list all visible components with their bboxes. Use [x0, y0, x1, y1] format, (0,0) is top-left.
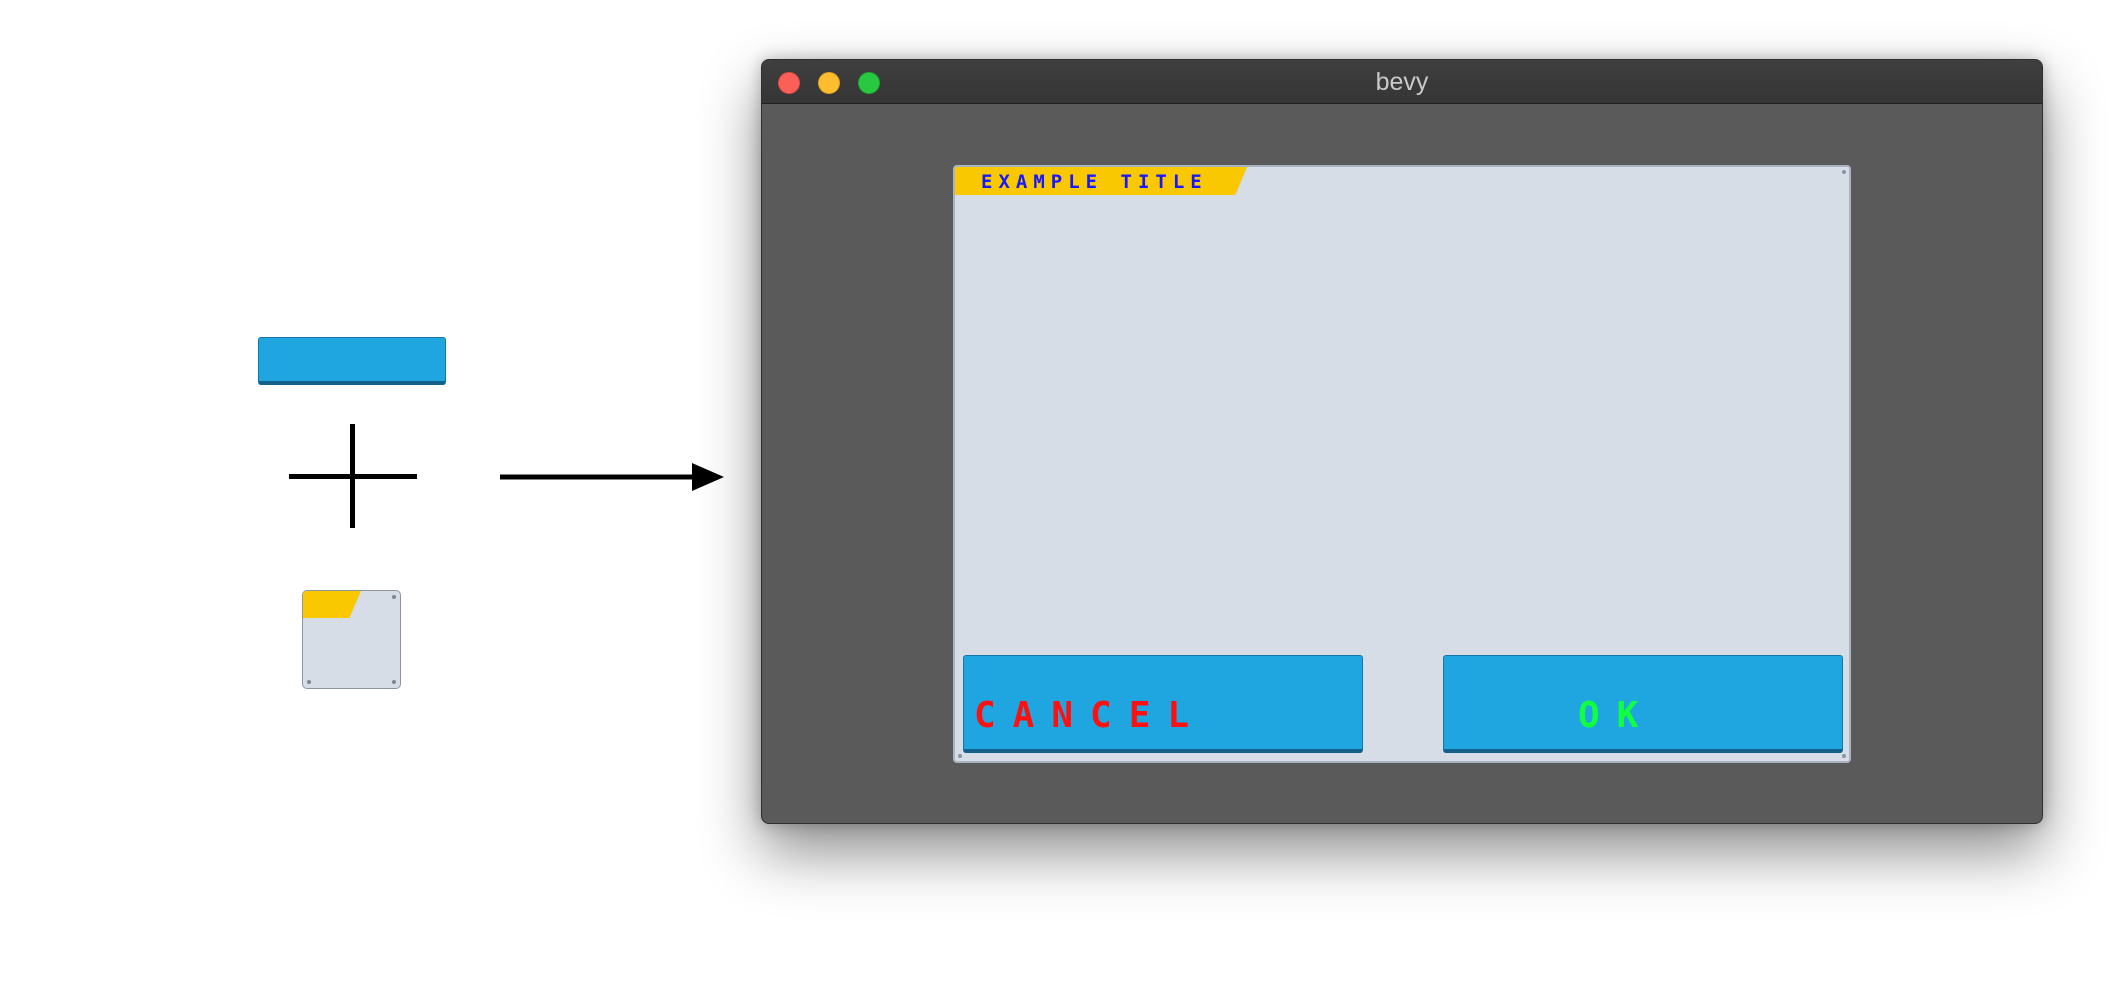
ok-button[interactable]: OK: [1443, 655, 1843, 753]
dialog-title-tab: [955, 167, 1247, 195]
ok-button-label: OK: [1578, 695, 1656, 736]
window-title: bevy: [1375, 68, 1429, 96]
dialog-title: EXAMPLE TITLE: [981, 171, 1208, 193]
cancel-button[interactable]: CANCEL: [963, 655, 1363, 753]
window-titlebar[interactable]: bevy: [762, 60, 2042, 104]
panel-corner-dot: [392, 595, 396, 599]
window-close-button[interactable]: [778, 72, 800, 94]
dialog-corner-dot: [1842, 754, 1846, 758]
app-window: bevy EXAMPLE TITLE CANCEL OK: [761, 59, 2043, 824]
dialog-corner-dot: [1842, 170, 1846, 174]
dialog-corner-dot: [958, 754, 962, 758]
button-sprite-icon: [258, 337, 446, 385]
panel-sprite-icon: [302, 590, 401, 689]
plus-vertical-stroke: [350, 424, 355, 528]
plus-icon: [289, 424, 417, 528]
window-minimize-button[interactable]: [818, 72, 840, 94]
panel-corner-dot: [307, 680, 311, 684]
window-maximize-button[interactable]: [858, 72, 880, 94]
dialog-panel: EXAMPLE TITLE CANCEL OK: [953, 165, 1851, 763]
panel-sprite-tab: [303, 591, 361, 618]
cancel-button-label: CANCEL: [974, 695, 1207, 736]
arrow-right-icon: [500, 463, 724, 491]
panel-corner-dot: [392, 680, 396, 684]
